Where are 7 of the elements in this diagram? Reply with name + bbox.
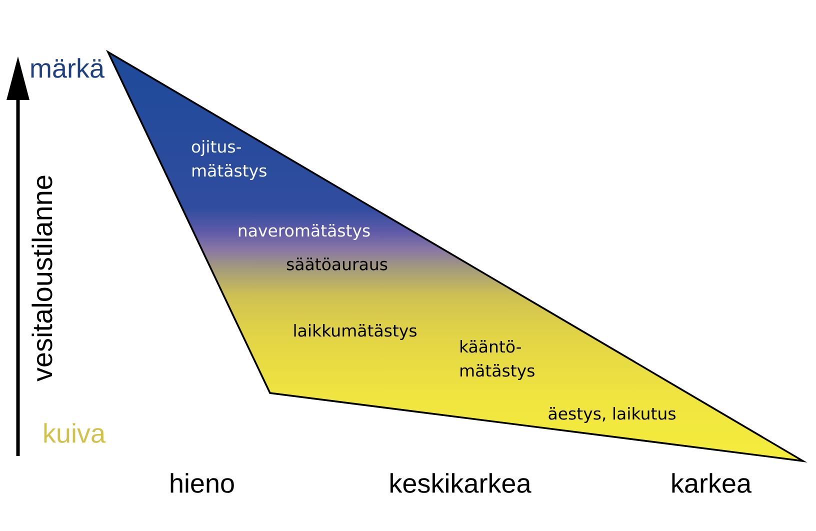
band-label: naveromätästys <box>238 224 370 240</box>
band-label: kääntö- mätästys <box>460 340 534 380</box>
band-label: äestys, laikutus <box>548 407 676 423</box>
band-label: säätöauraus <box>286 258 388 270</box>
band-label: ojitus- mätästys <box>192 140 266 180</box>
axis-label: vesitaloustilanne <box>32 176 52 382</box>
band-label: laikkumätästys <box>294 324 416 340</box>
